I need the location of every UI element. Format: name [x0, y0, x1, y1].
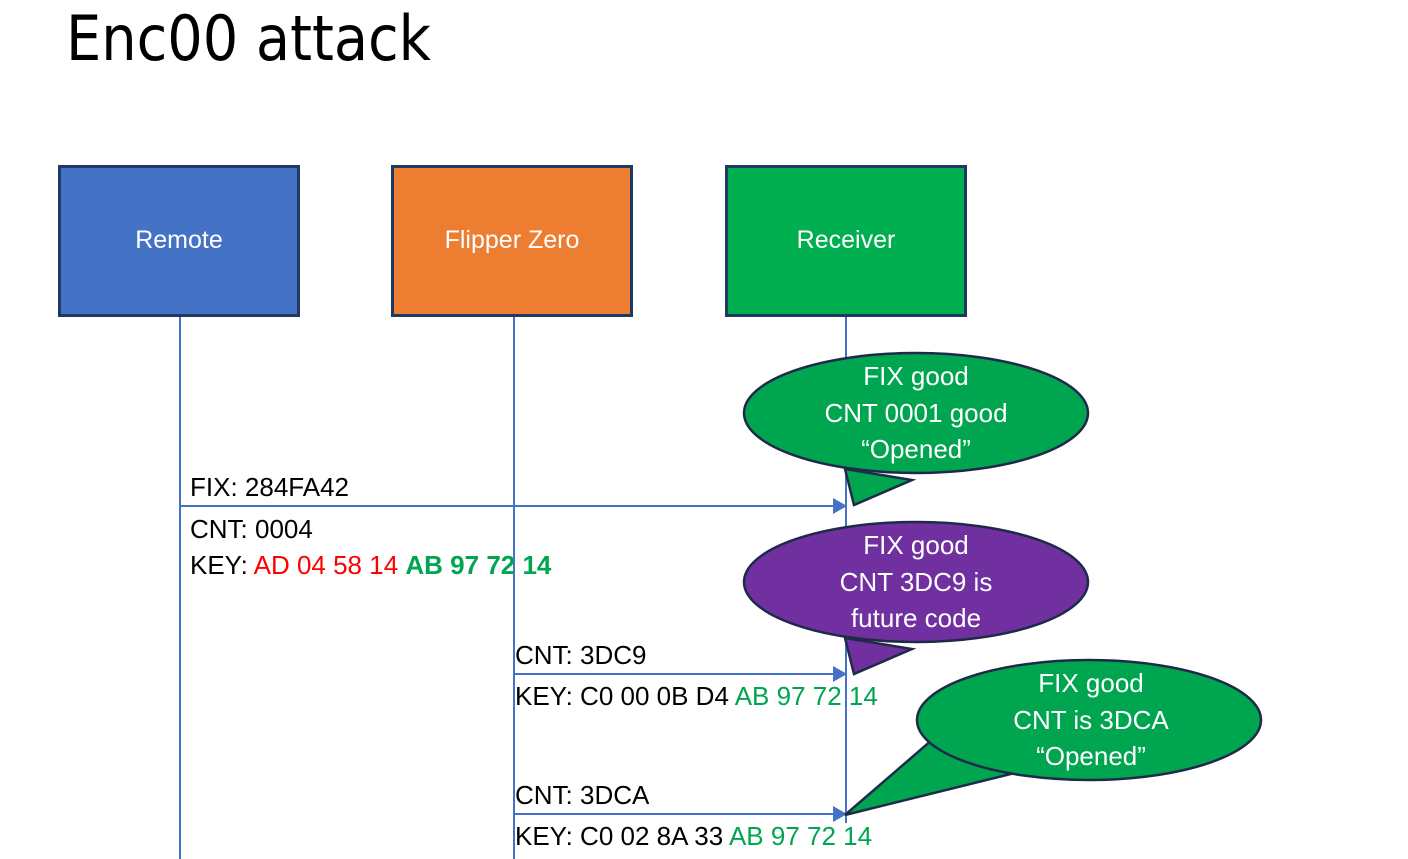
lifeline-remote: [179, 317, 181, 859]
key-encrypted: AD 04 58 14: [253, 550, 399, 580]
callout-bubble-2[interactable]: FIX good CNT 3DC9 is future code: [742, 518, 1090, 678]
message-label-1-fix: FIX: 284FA42: [190, 470, 349, 504]
message-line-1: [180, 505, 847, 507]
key-prefix: KEY: C0 00 0B D4: [515, 681, 735, 711]
message-line-3: [514, 813, 847, 815]
message-text: CNT: 0004: [190, 514, 313, 544]
message-arrowhead-2: [833, 666, 847, 682]
lifeline-flipper: [513, 317, 515, 859]
message-text: CNT: 3DCA: [515, 780, 650, 810]
callout-bubble-3[interactable]: FIX good CNT is 3DCA “Opened”: [844, 655, 1265, 820]
message-label-2-cnt: CNT: 3DC9: [515, 638, 646, 672]
message-label-3-key: KEY: C0 02 8A 33 AB 97 72 14: [515, 819, 872, 853]
callout-shape-1: [742, 351, 1090, 507]
actor-box-receiver[interactable]: Receiver: [725, 165, 967, 317]
actor-label-flipper: Flipper Zero: [444, 226, 580, 255]
message-label-2-key: KEY: C0 00 0B D4 AB 97 72 14: [515, 679, 878, 713]
callout-shape-3: [844, 658, 1263, 817]
message-arrowhead-1: [833, 498, 847, 514]
actor-box-remote[interactable]: Remote: [58, 165, 300, 317]
message-label-1-cnt: CNT: 0004: [190, 512, 313, 546]
key-serial: AB 97 72 14: [734, 681, 878, 711]
message-text: CNT: 3DC9: [515, 640, 647, 670]
message-label-1-key: KEY: AD 04 58 14 AB 97 72 14: [190, 548, 551, 582]
actor-label-receiver: Receiver: [796, 226, 896, 255]
message-label-3-cnt: CNT: 3DCA: [515, 778, 649, 812]
actor-label-remote: Remote: [135, 226, 223, 255]
message-arrowhead-3: [833, 806, 847, 822]
message-text: FIX: 284FA42: [190, 472, 349, 502]
key-serial: AB 97 72 14: [405, 550, 552, 580]
message-line-2: [514, 673, 847, 675]
key-prefix: KEY: C0 02 8A 33: [515, 821, 729, 851]
page-title: Enc00 attack: [66, 2, 431, 75]
actor-box-flipper[interactable]: Flipper Zero: [391, 165, 633, 317]
key-serial: AB 97 72 14: [728, 821, 873, 851]
callout-shape-2: [742, 520, 1090, 676]
callout-bubble-1[interactable]: FIX good CNT 0001 good “Opened”: [742, 349, 1090, 509]
key-prefix: KEY:: [190, 550, 254, 580]
